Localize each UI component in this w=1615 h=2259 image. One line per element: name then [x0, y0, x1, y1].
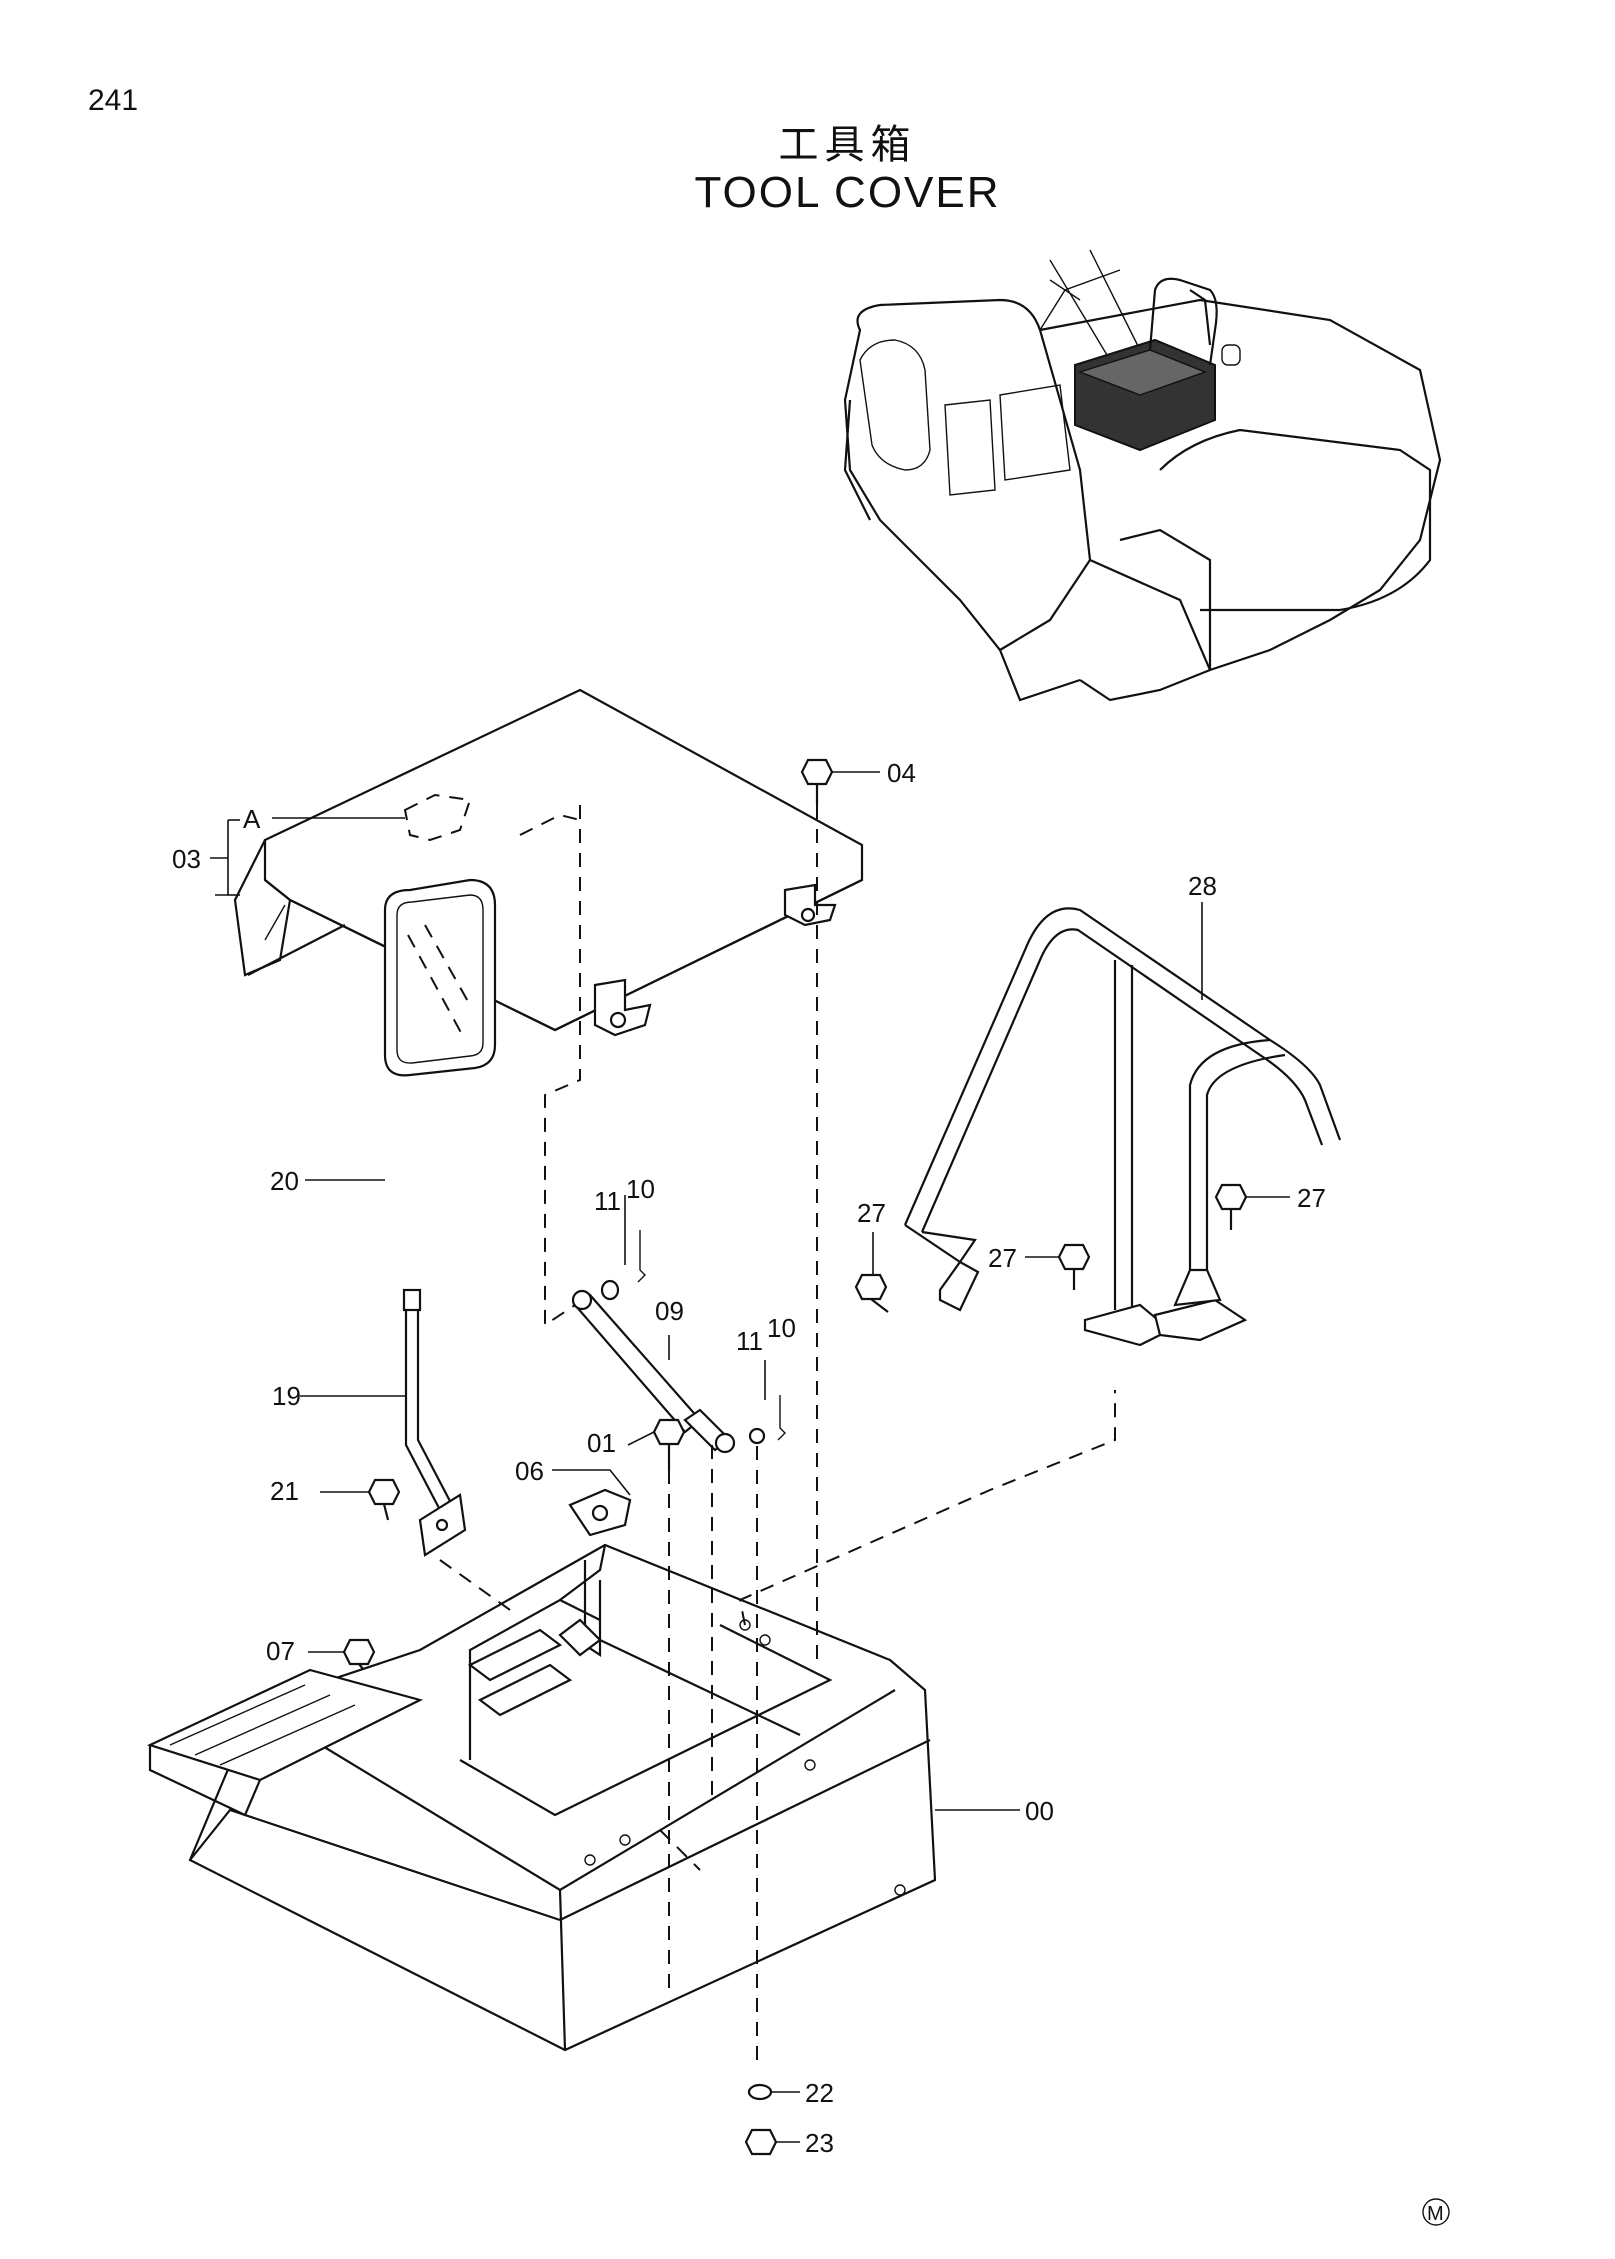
part-label-10b: 10 — [767, 1313, 796, 1343]
part-label-09: 09 — [655, 1296, 684, 1326]
part-label-07: 07 — [266, 1636, 295, 1666]
part-label-28: 28 — [1188, 871, 1217, 901]
tool-box-body — [146, 1488, 937, 2052]
part-label-04: 04 — [887, 758, 916, 788]
title-chinese: 工具箱 — [778, 122, 917, 168]
mirror-assembly — [383, 878, 497, 1557]
part-label-10a: 10 — [626, 1174, 655, 1204]
corner-mark: M — [1422, 2198, 1450, 2226]
part-label-01: 01 — [587, 1428, 616, 1458]
part-label-00: 00 — [1025, 1796, 1054, 1826]
part-label-20: 20 — [270, 1166, 299, 1196]
part-label-11b: 11 — [736, 1326, 763, 1356]
part-label-23: 23 — [805, 2128, 834, 2158]
part-label-11a: 11 — [594, 1186, 621, 1216]
part-label-06: 06 — [515, 1456, 544, 1486]
part-labels: A 03 04 20 19 21 07 06 01 11 10 09 11 10… — [172, 758, 1326, 2158]
part-label-19: 19 — [272, 1381, 301, 1411]
alignment-lines — [439, 805, 1116, 2070]
leader-lines — [210, 771, 1290, 2143]
handrail — [903, 907, 1342, 1347]
detail-label-a: A — [243, 804, 261, 834]
part-label-27b: 27 — [988, 1243, 1017, 1273]
gas-spring-assembly — [571, 1230, 786, 1454]
part-label-27a: 27 — [857, 1198, 886, 1228]
page-number: 241 — [88, 84, 139, 117]
title-english: TOOL COVER — [694, 168, 1001, 217]
tool-cover-lid — [233, 688, 864, 1037]
corner-mark-letter: M — [1427, 2203, 1444, 2225]
part-label-21: 21 — [270, 1476, 299, 1506]
part-label-27c: 27 — [1297, 1183, 1326, 1213]
excavator-overview-illustration — [843, 249, 1442, 702]
part-label-22: 22 — [805, 2078, 834, 2108]
part-label-03: 03 — [172, 844, 201, 874]
nut-and-washer — [744, 2083, 778, 2156]
